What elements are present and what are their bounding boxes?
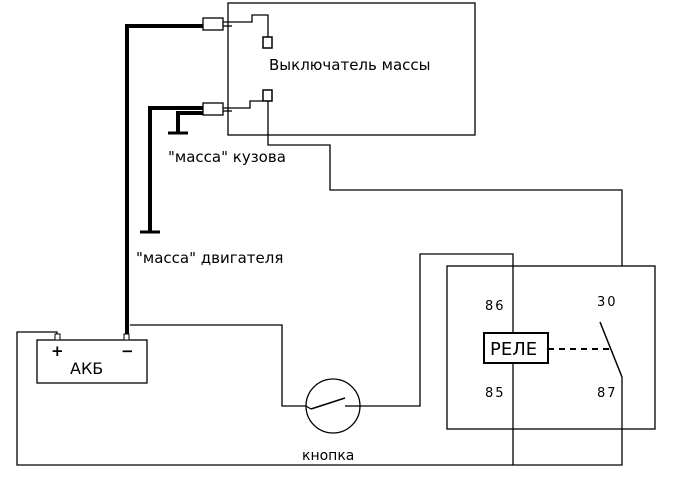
switch-terminal-bottom [262,89,273,102]
internal-wire-bottom [223,100,263,109]
connector-top [202,17,224,31]
internal-wire-top [223,14,269,37]
relay-box [446,265,656,430]
switch-label: Выключатель массы [269,56,430,74]
relay-label: РЕЛЕ [490,339,537,360]
button-contact [310,397,346,410]
wire-battery-to-button [130,324,306,407]
cable-body-ground [176,111,203,133]
switch-terminal-top [262,36,273,49]
battery-terminal-minus [123,333,130,341]
switch-box [227,2,476,136]
pin-85-label: 85 [485,386,506,401]
battery-terminal-plus [54,333,61,341]
button-lead-left [305,405,312,410]
battery-minus-label: − [121,342,134,360]
battery-box [36,339,148,384]
pin-86-label: 86 [485,299,506,314]
connector-bottom [202,102,224,116]
cable-battery-to-switch [125,24,203,335]
wire-86 [360,253,514,407]
relay-coil [483,332,549,364]
button-label: кнопка [302,448,354,464]
engine-ground-label: "масса" двигателя [136,249,283,267]
pin-87-label: 87 [597,386,618,401]
wire-87 [16,331,623,466]
body-ground-label: "масса" кузова [168,148,286,166]
pin-30-label: 30 [597,295,618,310]
cable-engine-ground [148,106,203,232]
wire-switch-to-30 [267,101,623,318]
battery-plus-label: + [51,342,64,360]
relay-contact [599,321,623,378]
battery-label: АКБ [70,359,103,378]
